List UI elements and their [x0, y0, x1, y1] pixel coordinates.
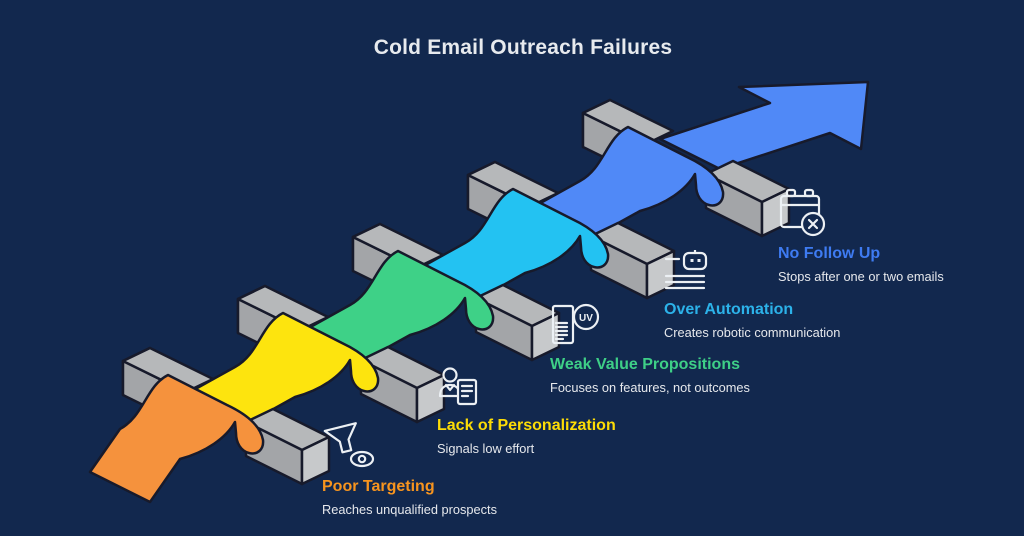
stage-label: Lack of Personalization	[437, 417, 616, 434]
stage-label: No Follow Up	[778, 245, 881, 262]
stage-label: Poor Targeting	[322, 478, 435, 495]
page-title: Cold Email Outreach Failures	[373, 36, 673, 59]
stage-label: Weak Value Propositions	[550, 356, 740, 373]
uv-document-icon: UV	[551, 303, 600, 345]
stage-description: Creates robotic communication	[664, 325, 841, 340]
stage-description: Signals low effort	[437, 441, 535, 456]
stage-description: Stops after one or two emails	[778, 269, 944, 284]
robot-checklist-icon	[664, 250, 708, 290]
stage-poor-targeting: Poor Targeting Reaches unqualified prosp…	[322, 422, 497, 517]
stage-weak-value-propositions: UV Weak Value Propositions Focuses on fe…	[550, 303, 750, 395]
uv-icon-text: UV	[579, 313, 593, 324]
stage-description: Reaches unqualified prospects	[322, 502, 498, 517]
person-document-icon	[438, 367, 478, 406]
funnel-eye-icon	[323, 422, 375, 468]
stage-lack-of-personalization: Lack of Personalization Signals low effo…	[437, 366, 616, 456]
growth-arrow	[658, 80, 870, 171]
stage-no-follow-up: No Follow Up Stops after one or two emai…	[778, 188, 944, 284]
stage-over-automation: Over Automation Creates robotic communic…	[664, 250, 840, 340]
calendar-x-icon	[779, 188, 826, 237]
stage-description: Focuses on features, not outcomes	[550, 380, 750, 395]
stage-label: Over Automation	[664, 301, 794, 318]
